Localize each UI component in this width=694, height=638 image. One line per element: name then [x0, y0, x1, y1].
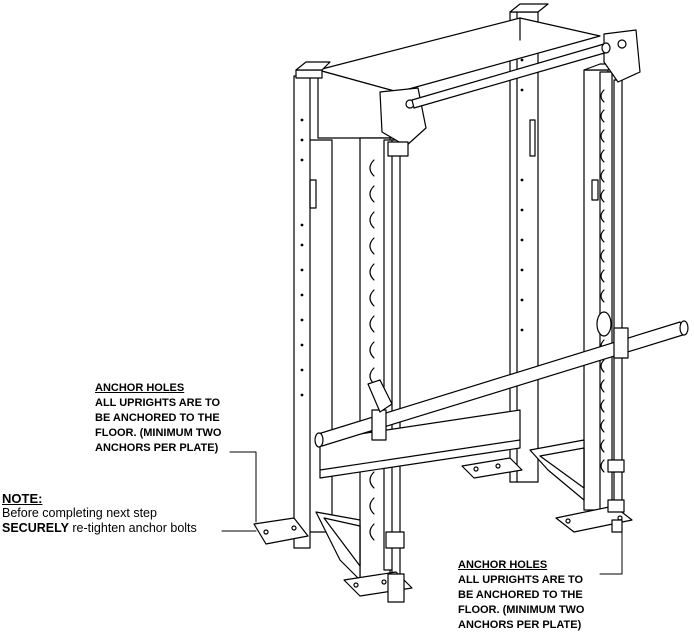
right-anchor-line-2: BE ANCHORED TO THE	[458, 589, 583, 601]
pull-up-bar	[411, 42, 611, 109]
left-anchor-line-4: ANCHORS PER PLATE)	[95, 442, 219, 454]
lower-crossmember	[319, 409, 521, 479]
right-anchor-leader	[599, 521, 623, 575]
note-callout: NOTE: Before completing next step SECURE…	[2, 491, 197, 536]
right-anchor-line-4: ANCHORS PER PLATE)	[458, 619, 582, 631]
right-anchor-line-1: ALL UPRIGHTS ARE TO	[458, 574, 584, 586]
rear-right-upright	[461, 3, 549, 483]
note-line-2-rest: re-tighten anchor bolts	[68, 521, 197, 535]
note-emphasis: SECURELY	[2, 521, 69, 535]
left-anchor-callout: ANCHOR HOLES ALL UPRIGHTS ARE TO BE ANCH…	[95, 381, 221, 456]
left-anchor-heading: ANCHOR HOLES	[95, 382, 185, 394]
right-anchor-line-3: FLOOR. (MINIMUM TWO	[458, 604, 585, 616]
left-anchor-line-3: FLOOR. (MINIMUM TWO	[95, 427, 222, 439]
right-anchor-callout: ANCHOR HOLES ALL UPRIGHTS ARE TO BE ANCH…	[458, 558, 584, 633]
leader-lines	[221, 451, 623, 575]
left-anchor-line-2: BE ANCHORED TO THE	[95, 412, 220, 424]
note-line-1: Before completing next step	[2, 506, 157, 520]
note-heading: NOTE:	[2, 491, 43, 506]
front-left-upright	[253, 61, 331, 549]
left-anchor-leader	[229, 451, 257, 523]
note-line-2: SECURELY re-tighten anchor bolts	[2, 521, 197, 536]
front-right-upright	[529, 29, 641, 533]
barbell	[314, 311, 689, 448]
right-anchor-heading: ANCHOR HOLES	[458, 559, 548, 571]
left-anchor-line-1: ALL UPRIGHTS ARE TO	[95, 397, 221, 409]
top-crossmember	[317, 17, 601, 139]
